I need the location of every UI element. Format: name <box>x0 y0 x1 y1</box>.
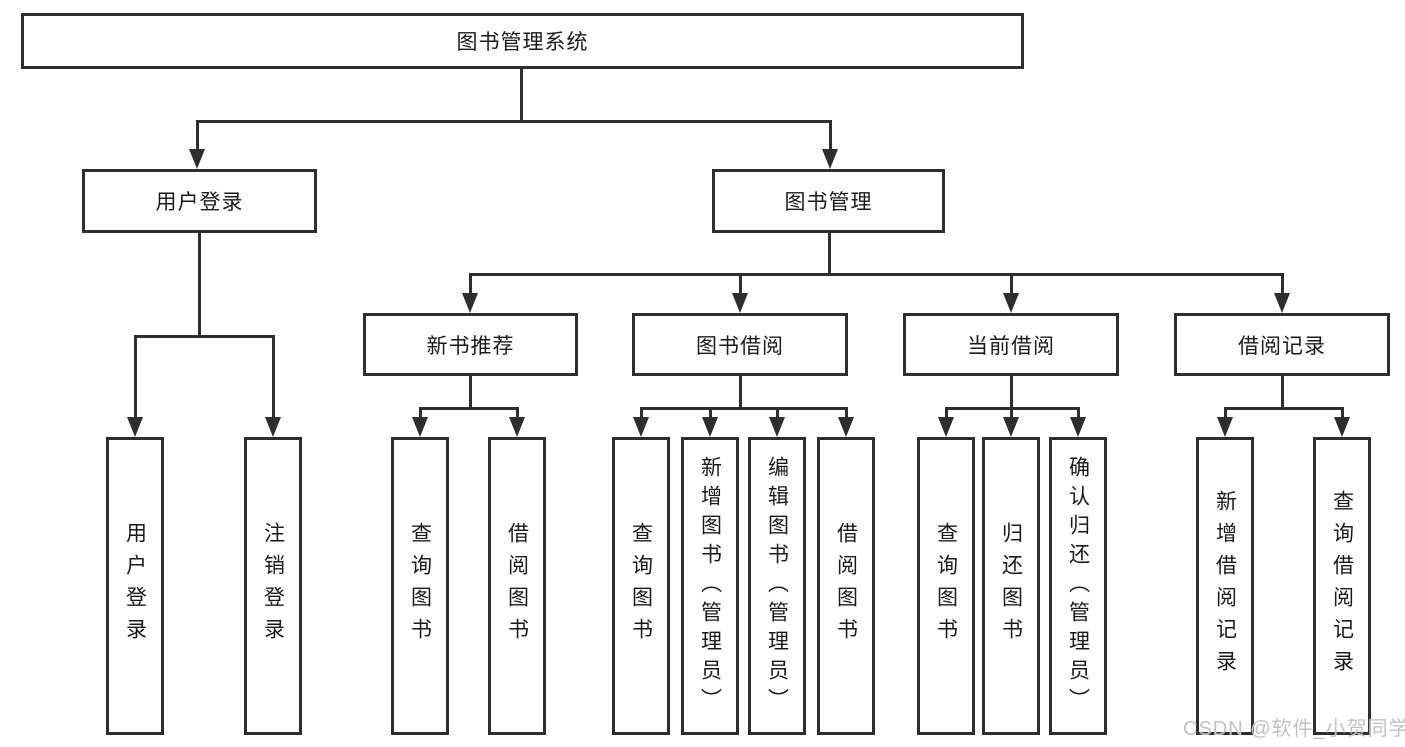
leaf-bb-add-books-label: 新增图书（管理员） <box>698 455 722 717</box>
leaf-cb-confirm-return-label: 确认归还（管理员） <box>1066 455 1090 717</box>
connector-book-mgmt-stem <box>828 233 831 275</box>
leaf-logout-label: 注销登录 <box>261 522 285 650</box>
connector-drop-current-borrow <box>1010 273 1013 296</box>
connector-drop-nbr-query <box>419 407 422 420</box>
leaf-bb-add-books: 新增图书（管理员） <box>681 437 739 735</box>
connector-user-login-bar <box>134 335 275 338</box>
leaf-bb-query-books: 查询图书 <box>612 437 670 735</box>
connector-drop-book-borrow <box>739 273 742 296</box>
connector-borrow-records-stem <box>1281 376 1284 409</box>
arrow-book-mgmt <box>822 149 838 169</box>
connector-drop-borrow-records <box>1281 273 1284 296</box>
connector-book-borrow-bar <box>640 407 848 410</box>
arrow-br-query <box>1334 417 1350 437</box>
connector-drop-book-mgmt <box>829 120 832 152</box>
arrow-nbr-borrow <box>509 417 525 437</box>
node-book-mgmt-label: 图书管理 <box>784 191 873 214</box>
arrow-new-book <box>462 293 478 313</box>
leaf-nbr-borrow-books: 借阅图书 <box>488 437 546 735</box>
leaf-bb-edit-books-label: 编辑图书（管理员） <box>765 455 789 717</box>
arrow-book-borrow <box>732 293 748 313</box>
arrow-leaf-logout <box>265 417 281 437</box>
leaf-br-add-record: 新增借阅记录 <box>1196 437 1254 735</box>
node-new-book-rec: 新书推荐 <box>363 313 578 376</box>
node-borrow-records-label: 借阅记录 <box>1238 334 1326 358</box>
leaf-nbr-query-books-label: 查询图书 <box>408 522 432 650</box>
connector-user-login-stem <box>198 233 201 336</box>
leaf-user-login-label: 用户登录 <box>123 522 147 650</box>
arrow-bb-query <box>633 417 649 437</box>
node-root-label: 图书管理系统 <box>456 31 589 54</box>
connector-current-borrow-stem <box>1010 376 1013 409</box>
node-book-mgmt: 图书管理 <box>712 169 945 233</box>
node-user-login: 用户登录 <box>82 169 317 233</box>
node-current-borrow-label: 当前借阅 <box>967 334 1055 358</box>
connector-drop-bb-borrow <box>845 407 848 420</box>
connector-drop-br-add <box>1224 407 1227 420</box>
leaf-cb-return-books-label: 归还图书 <box>999 522 1023 650</box>
node-root: 图书管理系统 <box>21 13 1024 69</box>
connector-drop-cb-confirm <box>1077 407 1080 420</box>
connector-drop-leaf-logout <box>272 335 275 420</box>
arrow-bb-edit <box>769 417 785 437</box>
arrow-current-borrow <box>1003 293 1019 313</box>
connector-borrow-records-bar <box>1224 407 1344 410</box>
connector-drop-bb-query <box>640 407 643 420</box>
leaf-bb-borrow-books-label: 借阅图书 <box>834 522 858 650</box>
connector-drop-user-login <box>196 120 199 152</box>
node-new-book-rec-label: 新书推荐 <box>426 334 515 358</box>
node-user-login-label: 用户登录 <box>155 191 244 214</box>
leaf-br-add-record-label: 新增借阅记录 <box>1213 490 1237 682</box>
leaf-bb-query-books-label: 查询图书 <box>629 522 653 650</box>
leaf-bb-edit-books: 编辑图书（管理员） <box>748 437 806 735</box>
node-book-borrow-label: 图书借阅 <box>696 334 784 358</box>
connector-new-book-stem <box>469 376 472 409</box>
node-borrow-records: 借阅记录 <box>1174 313 1390 376</box>
arrow-br-add <box>1217 417 1233 437</box>
arrow-bb-borrow <box>838 417 854 437</box>
leaf-cb-query-books: 查询图书 <box>917 437 975 735</box>
leaf-nbr-query-books: 查询图书 <box>391 437 449 735</box>
node-current-borrow: 当前借阅 <box>903 313 1119 376</box>
leaf-cb-return-books: 归还图书 <box>982 437 1040 735</box>
arrow-bb-add <box>702 417 718 437</box>
leaf-cb-confirm-return: 确认归还（管理员） <box>1049 437 1107 735</box>
connector-drop-cb-return <box>1010 407 1013 420</box>
connector-drop-new-book <box>469 273 472 296</box>
leaf-user-login: 用户登录 <box>106 437 164 735</box>
leaf-logout: 注销登录 <box>244 437 302 735</box>
arrow-borrow-records <box>1274 293 1290 313</box>
connector-level2-bar <box>196 120 832 123</box>
csdn-watermark: CSDN @软件_小贺同学 <box>1183 718 1405 740</box>
connector-root-stem <box>520 69 523 121</box>
arrow-leaf-login <box>127 417 143 437</box>
leaf-bb-borrow-books: 借阅图书 <box>817 437 875 735</box>
connector-drop-leaf-login <box>134 335 137 420</box>
leaf-nbr-borrow-books-label: 借阅图书 <box>505 522 529 650</box>
connector-new-book-bar <box>419 407 519 410</box>
leaf-br-query-record: 查询借阅记录 <box>1313 437 1371 735</box>
arrow-nbr-query <box>412 417 428 437</box>
arrow-cb-query <box>938 417 954 437</box>
connector-book-borrow-stem <box>739 376 742 409</box>
connector-drop-cb-query <box>945 407 948 420</box>
arrow-cb-confirm <box>1070 417 1086 437</box>
connector-drop-bb-add <box>709 407 712 420</box>
connector-drop-br-query <box>1341 407 1344 420</box>
connector-drop-bb-edit <box>776 407 779 420</box>
leaf-cb-query-books-label: 查询图书 <box>934 522 958 650</box>
connector-drop-nbr-borrow <box>516 407 519 420</box>
arrow-cb-return <box>1003 417 1019 437</box>
connector-level3-bar <box>469 273 1284 276</box>
node-book-borrow: 图书借阅 <box>632 313 848 376</box>
leaf-br-query-record-label: 查询借阅记录 <box>1330 490 1354 682</box>
arrow-user-login <box>189 149 205 169</box>
